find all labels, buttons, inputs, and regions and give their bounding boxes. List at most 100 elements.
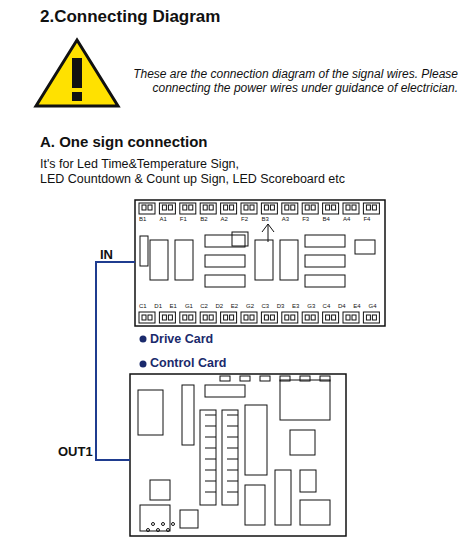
screw (366, 315, 370, 320)
terminal-block (343, 312, 359, 323)
via (157, 529, 160, 532)
chip (305, 235, 345, 247)
pin-label: G3 (306, 303, 316, 310)
terminal-block (139, 203, 155, 214)
screw (189, 315, 193, 320)
screw (203, 315, 207, 320)
screw (183, 315, 187, 320)
terminal-block (180, 312, 196, 323)
heading: 2.Connecting Diagram (40, 7, 220, 27)
warning-triangle (36, 40, 118, 106)
screw (264, 205, 268, 210)
pin-row (227, 437, 238, 438)
section-heading: A. One sign connection (40, 133, 208, 150)
pin-row (227, 492, 238, 493)
pin-row (227, 459, 238, 460)
screw (332, 205, 336, 210)
warning-note: These are the connection diagram of the … (128, 67, 458, 95)
terminal-block (282, 312, 298, 323)
component (300, 470, 316, 492)
screw (230, 315, 234, 320)
screw (352, 205, 356, 210)
pin-row (227, 470, 238, 471)
screw (230, 205, 234, 210)
control-board (130, 374, 346, 536)
via (147, 529, 150, 532)
pin-label: A2 (220, 216, 229, 223)
terminal-block (180, 203, 196, 214)
pin-label: C1 (138, 303, 148, 310)
screw (162, 315, 166, 320)
via (152, 523, 155, 526)
terminal-block (363, 312, 379, 323)
pin-label: D3 (276, 303, 286, 310)
component (222, 410, 238, 505)
pin-row (205, 481, 216, 482)
chip (150, 240, 168, 280)
drive-board (135, 200, 385, 326)
terminal-block (302, 312, 318, 323)
component (245, 405, 267, 475)
screw (291, 315, 295, 320)
screw (224, 315, 228, 320)
terminal-block (261, 312, 277, 323)
terminal-block (282, 203, 298, 214)
screw (346, 315, 350, 320)
pad (280, 376, 290, 381)
screw (305, 315, 309, 320)
screw (244, 315, 248, 320)
pin-label: G4 (368, 303, 378, 310)
screw (250, 205, 254, 210)
screw (332, 315, 336, 320)
pin-row (205, 426, 216, 427)
component (182, 385, 194, 445)
component (290, 430, 315, 455)
component (180, 510, 198, 528)
component (275, 470, 291, 525)
component (280, 380, 330, 420)
chip (232, 232, 248, 246)
pin-row (227, 481, 238, 482)
pad (260, 376, 270, 381)
screw (311, 315, 315, 320)
pin-label: E3 (291, 303, 300, 310)
signal-name: IN (100, 247, 113, 262)
terminal-block (343, 203, 359, 214)
terminal-block (241, 312, 257, 323)
terminal-block (200, 203, 216, 214)
terminal-block (139, 312, 155, 323)
component (150, 480, 170, 500)
chip (255, 240, 273, 280)
pin-label: G2 (245, 303, 255, 310)
pin-row (227, 448, 238, 449)
via (167, 529, 170, 532)
screw (264, 315, 268, 320)
terminal-block (323, 312, 339, 323)
screw (189, 205, 193, 210)
screw (270, 315, 274, 320)
warning-dot (72, 92, 82, 101)
signal-wire (96, 262, 135, 460)
terminal-block (159, 312, 175, 323)
pad (220, 376, 230, 381)
chip (355, 240, 375, 254)
screw (203, 205, 207, 210)
pin-row (205, 492, 216, 493)
pin-label: E2 (230, 303, 239, 310)
pin-label: B1 (138, 216, 147, 223)
bullet (140, 361, 147, 368)
pin-label: A1 (158, 216, 167, 223)
component (138, 390, 163, 435)
screw (291, 205, 295, 210)
screw (148, 205, 152, 210)
pin-row (205, 470, 216, 471)
screw (366, 205, 370, 210)
pin-label: C3 (260, 303, 270, 310)
pad (240, 376, 250, 381)
pin-label: B2 (199, 216, 208, 223)
chip (140, 236, 148, 266)
pin-label: E4 (352, 303, 361, 310)
pin-label: D1 (153, 303, 163, 310)
terminal-block (200, 312, 216, 323)
pin-label: F3 (301, 216, 310, 223)
